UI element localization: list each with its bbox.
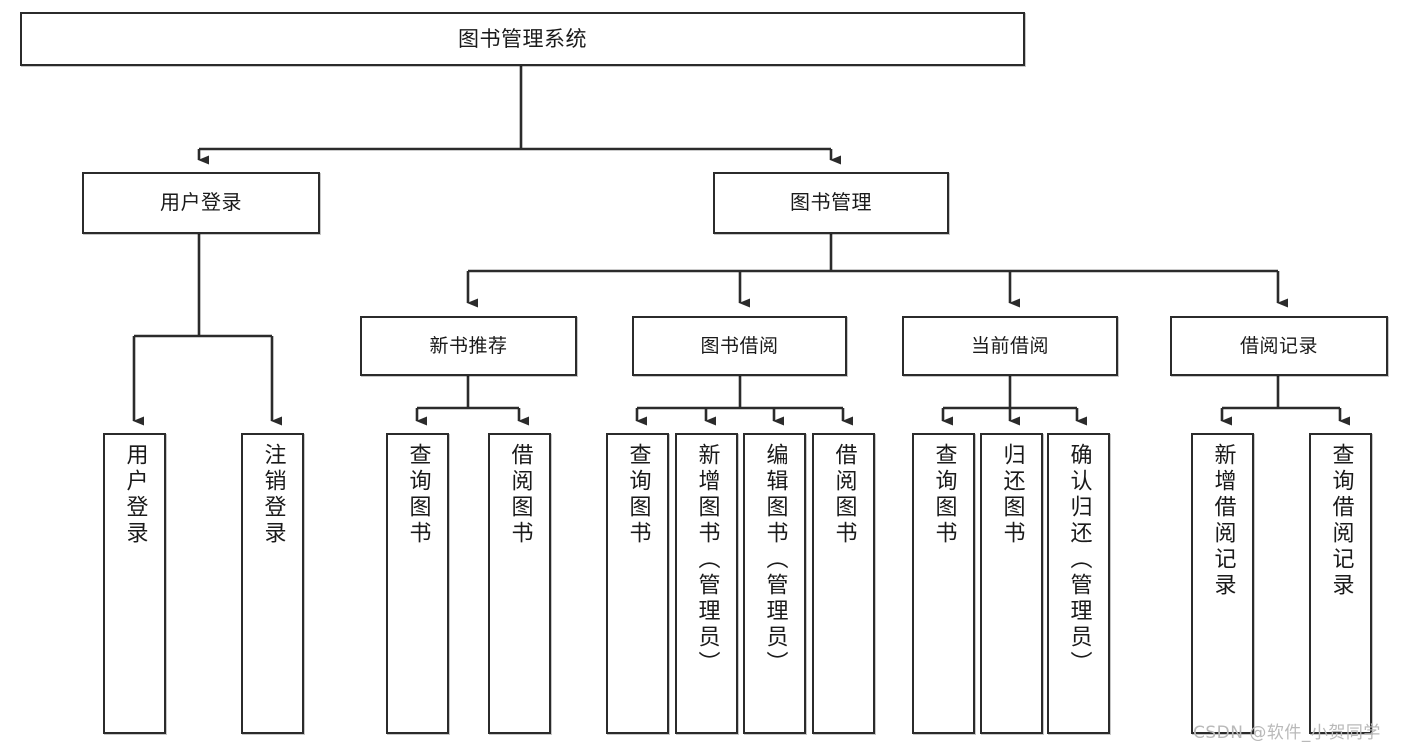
leaf-query-book-3-label: 查询图书 — [931, 443, 957, 547]
csdn-watermark: CSDN @软件_小贺同学 — [1193, 723, 1381, 743]
node-borrow-record-label: 借阅记录 — [1239, 334, 1318, 357]
leaf-confirm-return[interactable]: 确认归还（管理员） — [1047, 433, 1110, 734]
node-book-borrow[interactable]: 图书借阅 — [632, 316, 847, 376]
edge-group-root — [197, 66, 841, 165]
node-root-system[interactable]: 图书管理系统 — [20, 12, 1025, 66]
node-book-manage-label: 图书管理 — [790, 190, 872, 215]
edge-group-book-borrow — [635, 376, 853, 426]
edge-group-current-borrow — [941, 376, 1087, 426]
leaf-user-login[interactable]: 用户登录 — [103, 433, 166, 734]
node-borrow-record[interactable]: 借阅记录 — [1170, 316, 1388, 376]
leaf-query-book-1-label: 查询图书 — [405, 443, 431, 547]
leaf-add-book-label: 新增图书（管理员） — [694, 443, 720, 677]
leaf-confirm-return-label: 确认归还（管理员） — [1066, 443, 1092, 677]
leaf-query-book-1[interactable]: 查询图书 — [386, 433, 449, 734]
edge-group-book-manage — [466, 234, 1288, 308]
leaf-user-login-label: 用户登录 — [122, 443, 148, 547]
leaf-logout-login[interactable]: 注销登录 — [241, 433, 304, 734]
node-current-borrow[interactable]: 当前借阅 — [902, 316, 1118, 376]
node-book-manage[interactable]: 图书管理 — [713, 172, 949, 234]
edge-group-user-login — [132, 234, 282, 426]
node-book-borrow-label: 图书借阅 — [700, 334, 779, 357]
node-user-login[interactable]: 用户登录 — [82, 172, 320, 234]
leaf-add-book[interactable]: 新增图书（管理员） — [675, 433, 738, 734]
node-new-book-recommend-label: 新书推荐 — [429, 334, 508, 357]
leaf-query-record[interactable]: 查询借阅记录 — [1309, 433, 1372, 734]
leaf-return-book[interactable]: 归还图书 — [980, 433, 1043, 734]
leaf-edit-book-label: 编辑图书（管理员） — [762, 443, 788, 677]
leaf-add-record-label: 新增借阅记录 — [1210, 443, 1236, 599]
leaf-return-book-label: 归还图书 — [999, 443, 1025, 547]
node-user-login-label: 用户登录 — [160, 190, 242, 215]
leaf-query-record-label: 查询借阅记录 — [1328, 443, 1354, 599]
edge-group-new-book-recommend — [415, 376, 529, 426]
edge-group-borrow-record — [1220, 376, 1350, 426]
leaf-borrow-book-2-label: 借阅图书 — [831, 443, 857, 547]
leaf-query-book-3[interactable]: 查询图书 — [912, 433, 975, 734]
leaf-query-book-2[interactable]: 查询图书 — [606, 433, 669, 734]
leaf-borrow-book-1-label: 借阅图书 — [507, 443, 533, 547]
leaf-borrow-book-1[interactable]: 借阅图书 — [488, 433, 551, 734]
leaf-add-record[interactable]: 新增借阅记录 — [1191, 433, 1254, 734]
leaf-borrow-book-2[interactable]: 借阅图书 — [812, 433, 875, 734]
leaf-edit-book[interactable]: 编辑图书（管理员） — [743, 433, 806, 734]
leaf-query-book-2-label: 查询图书 — [625, 443, 651, 547]
leaf-logout-login-label: 注销登录 — [260, 443, 286, 547]
node-current-borrow-label: 当前借阅 — [970, 334, 1049, 357]
node-new-book-recommend[interactable]: 新书推荐 — [360, 316, 577, 376]
node-root-system-label: 图书管理系统 — [458, 26, 587, 51]
